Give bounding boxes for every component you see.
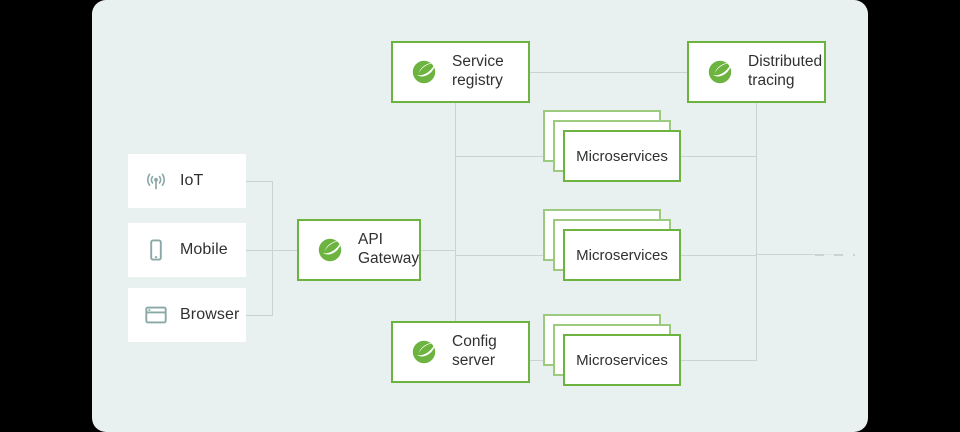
connector-core-bus-to-microservices-top: [455, 156, 563, 157]
connector-microservices-middle-to-tracing-bus: [679, 255, 757, 256]
client-box-iot[interactable]: IoT: [128, 154, 246, 208]
node-label-line1: API: [358, 231, 383, 249]
connector-microservices-bottom-to-tracing-bus: [679, 360, 757, 361]
connector-microservices-top-to-tracing-bus: [679, 156, 757, 157]
spring-leaf-icon: [407, 55, 441, 89]
connector-iot-to-bus: [246, 181, 273, 182]
connector-mobile-to-bus: [246, 250, 273, 251]
signal-antenna-icon: [144, 169, 168, 193]
stack-microservices-top[interactable]: Microservices: [543, 110, 681, 182]
spring-leaf-icon: [313, 233, 347, 267]
browser-window-icon: [144, 303, 168, 327]
client-label-browser: Browser: [180, 306, 240, 323]
spring-leaf-icon: [407, 335, 441, 369]
stack-microservices-middle[interactable]: Microservices: [543, 209, 681, 281]
client-label-iot: IoT: [180, 172, 204, 189]
node-label-line2: Gateway: [358, 250, 420, 267]
spring-leaf-icon: [703, 55, 737, 89]
node-label-line1: Distributed: [748, 53, 823, 71]
microservices-label: Microservices: [576, 351, 668, 369]
node-label-line2: tracing: [748, 72, 795, 89]
connector-trailing-fade: [756, 254, 841, 255]
stack-sheet-front[interactable]: Microservices: [563, 130, 681, 182]
client-label-mobile: Mobile: [180, 241, 228, 258]
mobile-phone-icon: [144, 238, 168, 262]
node-label-line2: server: [452, 352, 496, 369]
microservices-label: Microservices: [576, 147, 668, 165]
connector-client-bus: [272, 181, 273, 316]
connector-trailing-dashes: [815, 254, 855, 256]
connector-core-bus-to-microservices-middle: [455, 255, 563, 256]
connector-service-registry-to-distributed-tracing: [530, 72, 687, 73]
client-box-mobile[interactable]: Mobile: [128, 223, 246, 277]
connector-tracing-vertical-bus: [756, 101, 757, 361]
client-box-browser[interactable]: Browser: [128, 288, 246, 342]
connector-core-vertical-bus: [455, 101, 456, 321]
node-label-line1: Config: [452, 333, 497, 351]
stack-microservices-bottom[interactable]: Microservices: [543, 314, 681, 386]
node-label-line2: registry: [452, 72, 503, 89]
stack-sheet-front[interactable]: Microservices: [563, 334, 681, 386]
microservices-label: Microservices: [576, 246, 668, 264]
connector-browser-to-bus: [246, 315, 273, 316]
connector-bus-to-api-gateway: [272, 250, 298, 251]
stack-sheet-front[interactable]: Microservices: [563, 229, 681, 281]
connector-api-gateway-to-core-bus: [421, 250, 456, 251]
node-label-line1: Service: [452, 53, 504, 71]
